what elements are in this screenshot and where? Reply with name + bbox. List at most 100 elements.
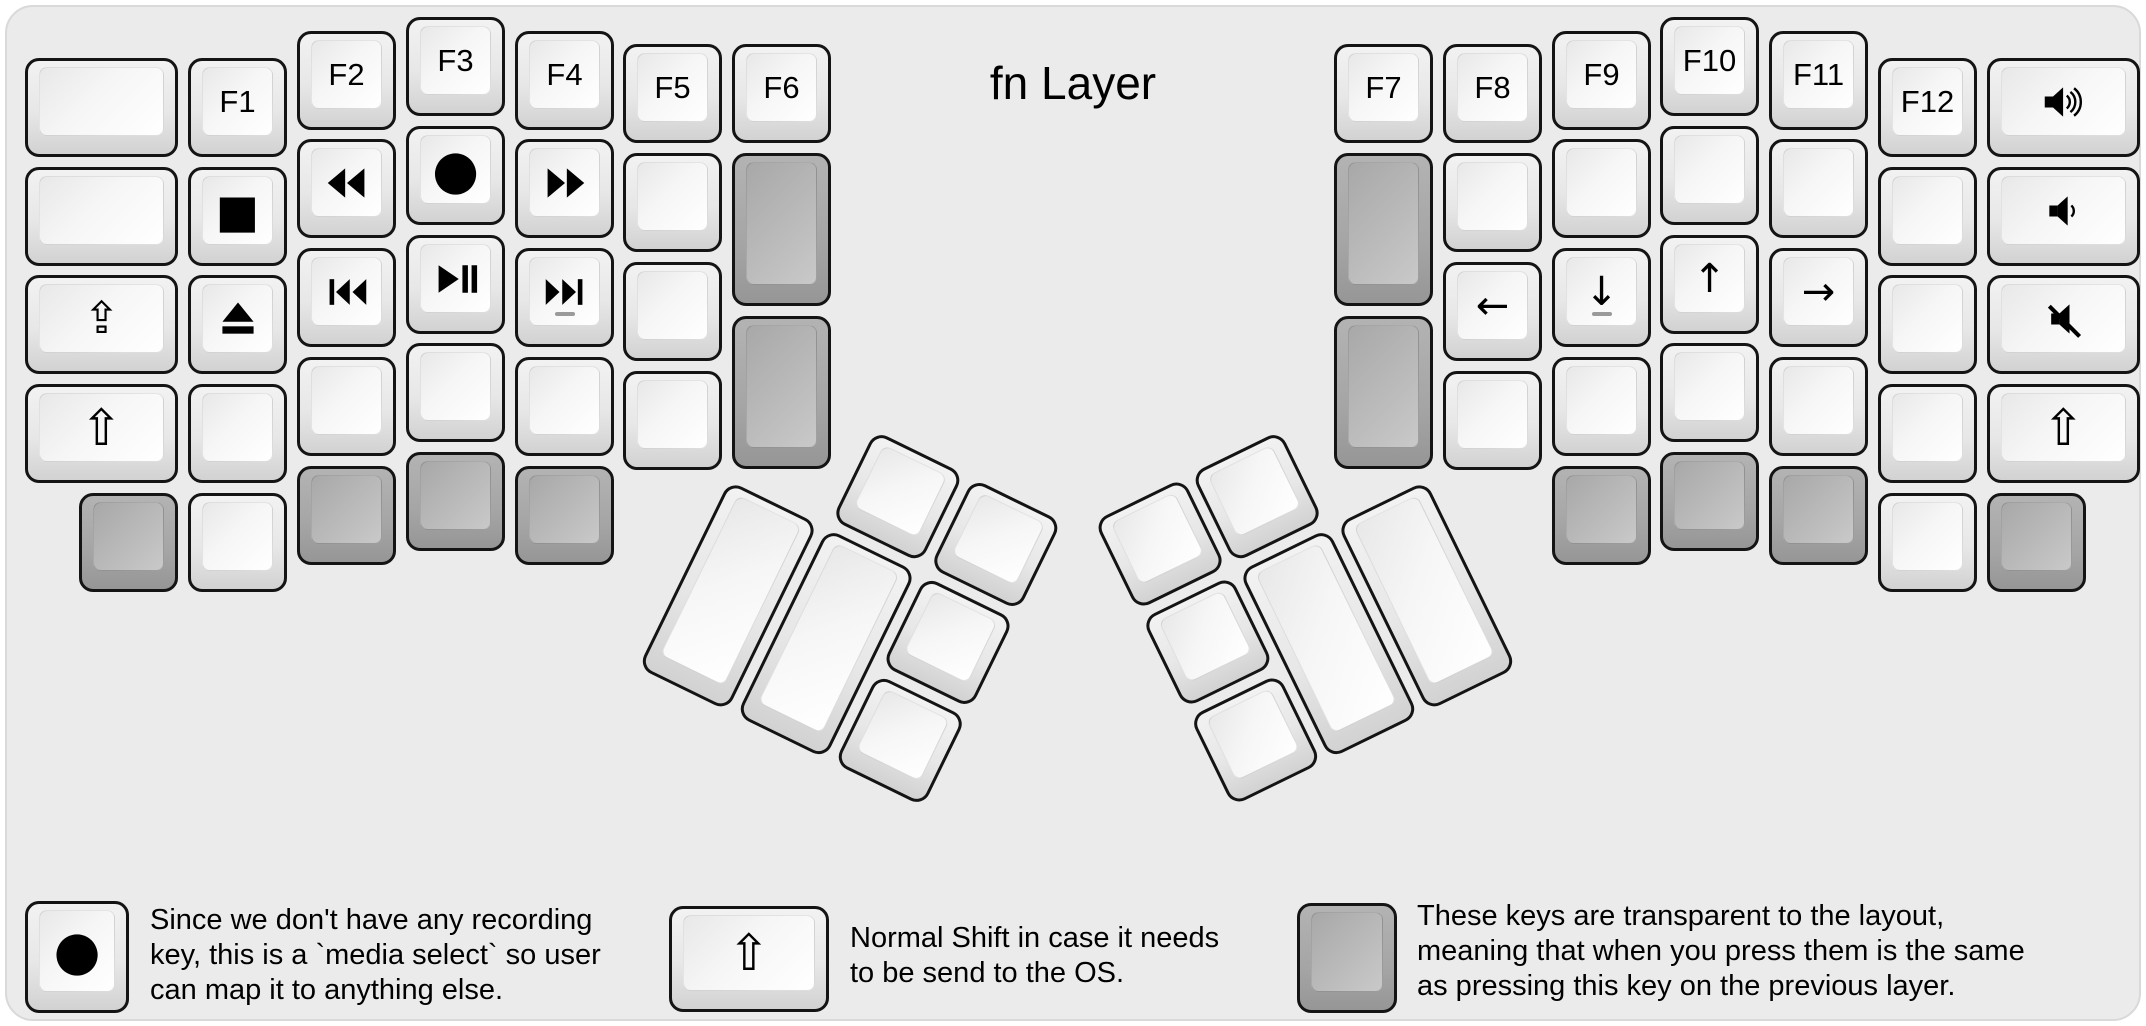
key-transparent[interactable] [79,493,178,592]
key-transparent[interactable] [1660,452,1759,551]
key-transparent[interactable] [1769,466,1868,565]
key-blank[interactable] [1660,126,1759,225]
keytop [1783,366,1854,435]
key-play-pause[interactable] [406,235,505,334]
key-blank[interactable] [188,493,287,592]
keytop [1566,366,1637,435]
keytop [202,393,273,462]
key-arrow-left[interactable]: ← [1443,262,1542,361]
keytop: ⇪ [39,284,164,353]
key-blank[interactable] [515,357,614,456]
key-f10[interactable]: F10 [1660,17,1759,116]
keytop [202,502,273,571]
keytop [529,148,600,217]
key-blank[interactable] [623,153,722,252]
key-blank[interactable] [25,167,178,266]
key-transparent[interactable] [1334,316,1433,469]
keytop [202,284,273,353]
key-blank[interactable] [1769,139,1868,238]
key-blank[interactable] [25,58,178,157]
keytop: F5 [637,53,708,122]
key-blank[interactable] [297,357,396,456]
key-blank[interactable] [623,371,722,470]
key-record[interactable]: ● [406,126,505,225]
keytop [39,176,164,245]
key-next-track[interactable] [515,248,614,347]
key-rewind[interactable] [297,139,396,238]
ffwd-icon [543,161,587,205]
key-f12[interactable]: F12 [1878,58,1977,157]
keytop [1783,475,1854,544]
keytop [1892,176,1963,245]
key-volume-up[interactable] [1987,58,2140,157]
keytop: F8 [1457,53,1528,122]
key-blank[interactable] [1878,275,1977,374]
key-prev-track[interactable] [297,248,396,347]
key-shift[interactable]: ⇧ [1987,384,2140,483]
key-transparent[interactable] [515,466,614,565]
keytop [311,148,382,217]
key-f2[interactable]: F2 [297,31,396,130]
keytop: F4 [529,40,600,109]
key-blank[interactable] [1552,139,1651,238]
key-transparent[interactable] [406,452,505,551]
key-arrow-down[interactable]: ↓ [1552,248,1651,347]
keytop: F6 [746,53,817,122]
key-legend: F9 [1583,57,1620,92]
key-blank[interactable] [1878,384,1977,483]
key-stop[interactable]: ■ [188,167,287,266]
keytop [2001,176,2126,245]
key-f3[interactable]: F3 [406,17,505,116]
key-arrow-right[interactable]: → [1769,248,1868,347]
keytop [420,461,491,530]
key-blank[interactable] [1660,343,1759,442]
keytop [1348,162,1419,285]
key-transparent[interactable] [732,316,831,469]
legend-line: can map it to anything else. [150,974,504,1006]
key-f5[interactable]: F5 [623,44,722,143]
key-transparent[interactable] [1552,466,1651,565]
key-eject[interactable] [188,275,287,374]
keytop [311,475,382,544]
key-blank[interactable] [1878,167,1977,266]
keytop [1566,475,1637,544]
key-transparent[interactable] [1334,153,1433,306]
key-f1[interactable]: F1 [188,58,287,157]
key-blank[interactable] [1769,357,1868,456]
key-f9[interactable]: F9 [1552,31,1651,130]
keytop [2001,284,2126,353]
key-legend: F4 [546,57,583,92]
key-shift[interactable]: ⇧ [25,384,178,483]
key-f4[interactable]: F4 [515,31,614,130]
key-transparent[interactable] [1987,493,2086,592]
key-caps-shift[interactable]: ⇪ [25,275,178,374]
key-blank[interactable] [188,384,287,483]
volup-icon [2042,80,2086,124]
key-volume-down[interactable] [1987,167,2140,266]
key-transparent[interactable] [732,153,831,306]
key-blank[interactable] [406,343,505,442]
key-legend: → [1801,268,1836,315]
key-blank[interactable] [1878,493,1977,592]
key-transparent[interactable] [297,466,396,565]
keytop [853,444,948,538]
key-f11[interactable]: F11 [1769,31,1868,130]
keytop [1674,135,1745,204]
key-blank[interactable] [1443,371,1542,470]
key-blank[interactable] [623,262,722,361]
key-f6[interactable]: F6 [732,44,831,143]
key-blank[interactable] [1552,357,1651,456]
keytop: F2 [311,40,382,109]
keytop [637,380,708,449]
keytop: ← [1457,271,1528,340]
key-f7[interactable]: F7 [1334,44,1433,143]
key-blank[interactable] [1443,153,1542,252]
key-arrow-up[interactable]: ↑ [1660,235,1759,334]
key-fast-forward[interactable] [515,139,614,238]
key-mute[interactable] [1987,275,2140,374]
keytop: → [1783,257,1854,326]
keytop: F3 [420,26,491,95]
key-legend: ⇪ [83,292,120,344]
keytop: ↓ [1566,257,1637,326]
key-f8[interactable]: F8 [1443,44,1542,143]
